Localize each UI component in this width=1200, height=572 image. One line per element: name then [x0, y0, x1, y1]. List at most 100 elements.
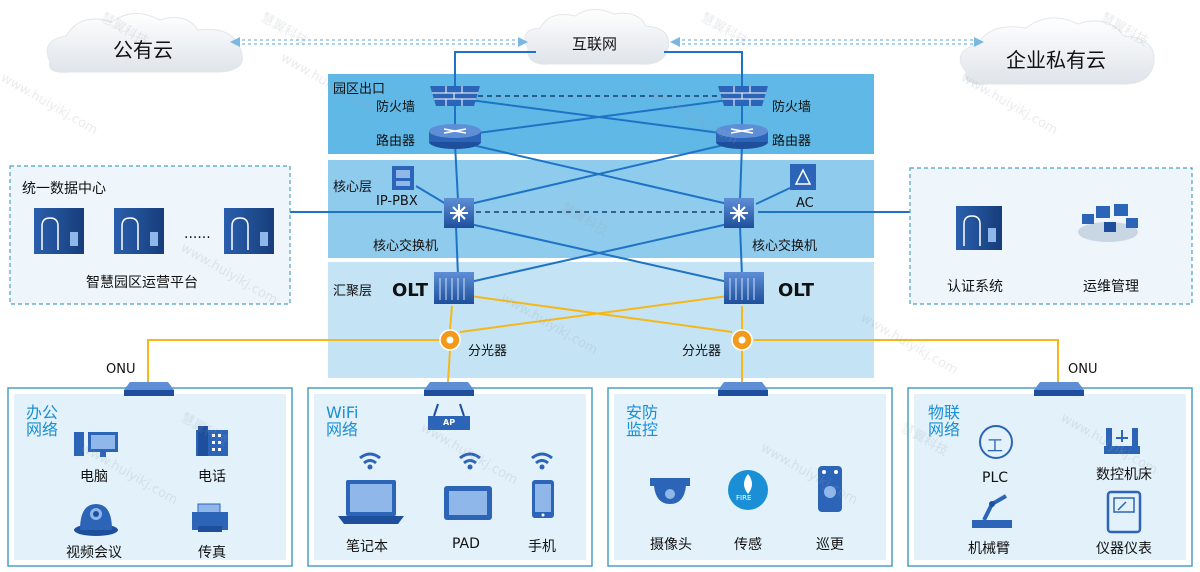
- auth-system-label: 认证系统: [947, 279, 1003, 295]
- video-conference-icon: [74, 504, 118, 536]
- wifi-signal-icons: [359, 452, 553, 465]
- iot-item-instrument: 仪器仪表: [1096, 541, 1152, 557]
- olt-left-label: OLT: [392, 280, 429, 301]
- olt-right-label: OLT: [778, 280, 815, 301]
- telephone-icon: [196, 426, 228, 456]
- ippbx-icon: [392, 166, 414, 190]
- watermark-text: www.huiyikj.com: [0, 70, 100, 138]
- laptop-icon: [338, 480, 404, 524]
- core-layer-label: 核心层: [333, 180, 373, 195]
- core-switch-left-icon: [444, 198, 474, 228]
- olt-left-icon: [434, 272, 474, 304]
- internet-cloud-label: 互联网: [572, 35, 618, 53]
- ac-label: AC: [796, 196, 814, 211]
- ops-management-label: 运维管理: [1083, 279, 1139, 295]
- server-icon-2: [114, 208, 164, 254]
- fax-icon: [192, 503, 228, 532]
- private-cloud-shape: [959, 17, 1155, 85]
- router-right-icon: [716, 124, 768, 149]
- instrument-meter-icon: [1106, 490, 1142, 534]
- ops-management-icon: [1078, 204, 1138, 242]
- router-core-links: [454, 143, 743, 205]
- office-item-phone: 电话: [198, 469, 226, 485]
- security-network-title-line2: 监控: [626, 420, 659, 439]
- onu-wifi-icon: [424, 382, 474, 396]
- server-icon-1: [34, 208, 84, 254]
- onu-left-label: ONU: [106, 362, 136, 377]
- exit-layer-label: 园区出口: [333, 82, 386, 97]
- office-network-panel: [7, 387, 293, 567]
- office-item-video-conference: 视频会议: [66, 545, 122, 561]
- robot-arm-icon: [972, 494, 1012, 528]
- plc-icon-glyph: 工: [987, 436, 1004, 455]
- firewall-left-icon: [430, 86, 480, 106]
- sensor-icon: [728, 470, 768, 510]
- security-item-patrol: 巡更: [816, 537, 844, 553]
- iot-network-panel: [907, 387, 1193, 567]
- aggregation-layer-label: 汇聚层: [333, 284, 373, 299]
- datacenter-ellipsis: ......: [184, 226, 211, 242]
- wifi-network-title-line1: WiFi: [326, 403, 359, 422]
- security-network-title-line1: 安防: [626, 403, 659, 422]
- wifi-signal-dots: [367, 464, 545, 470]
- onu-security-icon: [718, 382, 768, 396]
- access-point-icon: [428, 403, 470, 430]
- mobile-phone-icon: [532, 480, 554, 518]
- onu-right-icon: [1034, 382, 1084, 396]
- ac-controller-icon: [790, 164, 816, 190]
- exit-layer-band: [328, 74, 874, 154]
- cnc-machine-icon: [1104, 428, 1140, 454]
- public-cloud-shape: [46, 13, 243, 73]
- security-item-camera: 摄像头: [650, 537, 692, 553]
- splitter-left-label: 分光器: [468, 344, 508, 359]
- core-olt-links: [455, 223, 743, 283]
- onu-right-label: ONU: [1068, 362, 1098, 377]
- cloud-link-arrows: [236, 39, 978, 45]
- fiber-links: [147, 295, 1059, 383]
- access-point-badge: AP: [443, 418, 456, 427]
- firewall-right-label: 防火墙: [772, 100, 812, 115]
- firewall-right-icon: [718, 86, 768, 106]
- private-cloud-label: 企业私有云: [1006, 48, 1106, 72]
- router-left-label: 路由器: [376, 134, 416, 149]
- patrol-icon: [818, 466, 842, 512]
- firewall-left-label: 防火墙: [376, 100, 416, 115]
- iot-network-title-line1: 物联: [928, 403, 961, 422]
- office-network-title-line1: 办公: [26, 403, 59, 422]
- datacenter-platform-label: 智慧园区运营平台: [86, 275, 198, 291]
- router-left-icon: [429, 124, 481, 149]
- onu-left-icon: [124, 382, 174, 396]
- internet-cloud-shape: [524, 9, 670, 65]
- aggregation-layer-band: [328, 262, 874, 378]
- datacenter-title: 统一数据中心: [22, 181, 106, 197]
- core-switch-right-icon: [724, 198, 754, 228]
- core-switch-right-label: 核心交换机: [752, 239, 818, 254]
- office-network-title-line2: 网络: [26, 420, 59, 439]
- iot-item-cnc: 数控机床: [1096, 467, 1152, 483]
- office-item-fax: 传真: [198, 545, 226, 561]
- sensor-icon-badge: FIRE: [736, 494, 752, 502]
- tablet-icon: [444, 486, 492, 520]
- plc-icon: [979, 425, 1013, 459]
- core-side-links: [290, 185, 910, 213]
- wifi-network-title-line2: 网络: [326, 420, 359, 439]
- olt-right-icon: [724, 272, 764, 304]
- core-layer-band: [328, 160, 874, 258]
- server-icon-3: [224, 208, 274, 254]
- wifi-item-laptop: 笔记本: [346, 539, 388, 555]
- internet-uplinks: [454, 51, 743, 92]
- iot-network-title-line2: 网络: [928, 420, 961, 439]
- iot-item-plc: PLC: [982, 470, 1009, 486]
- camera-icon: [650, 478, 690, 504]
- security-item-sensor: 传感: [734, 537, 762, 553]
- wifi-item-pad: PAD: [452, 536, 480, 552]
- iot-item-robot-arm: 机械臂: [968, 541, 1010, 557]
- office-item-computer: 电脑: [80, 469, 108, 485]
- public-cloud-label: 公有云: [113, 38, 173, 62]
- wifi-item-mobile: 手机: [528, 539, 556, 555]
- splitter-right-icon: [731, 329, 753, 351]
- router-right-label: 路由器: [772, 134, 812, 149]
- computer-icon: [74, 432, 118, 457]
